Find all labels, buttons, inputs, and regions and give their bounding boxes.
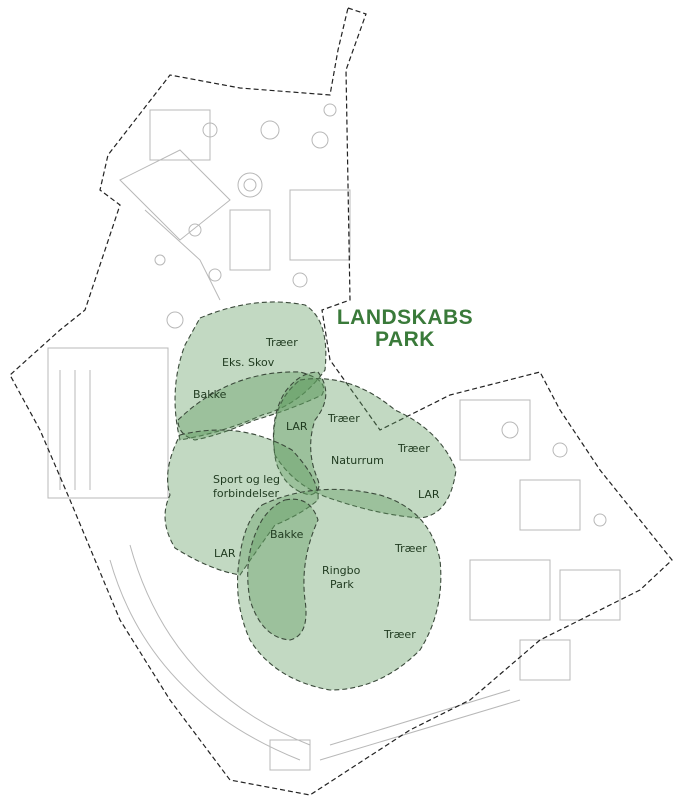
building-large (47, 347, 169, 499)
path-line (144, 209, 221, 301)
label-lar: LAR (214, 547, 236, 560)
path-outline (119, 149, 231, 241)
tree-symbol (292, 272, 308, 288)
tree-symbol (501, 421, 519, 439)
building-block (519, 479, 581, 531)
street-line (319, 699, 521, 761)
label-lar: LAR (286, 420, 308, 433)
tree-symbol (593, 513, 607, 527)
tree-symbol (260, 120, 280, 140)
tree-symbol (552, 442, 568, 458)
street-curve (109, 559, 301, 761)
roundabout-inner (243, 178, 257, 192)
park-zones (164, 301, 457, 691)
building-block (149, 109, 211, 161)
street-curve (129, 544, 311, 746)
label-bakke: Bakke (193, 388, 227, 401)
label-traer: Træer (327, 412, 360, 425)
tree-symbol (208, 268, 222, 282)
building-block (289, 189, 351, 261)
label-sport-og-leg: Sport og leg (213, 473, 280, 486)
label-bakke: Bakke (270, 528, 304, 541)
building-block (559, 569, 621, 621)
label-naturrum: Naturrum (331, 454, 384, 467)
tree-symbol (188, 223, 202, 237)
zone-labels: Træer Eks. Skov Bakke LAR Træer Træer Na… (193, 336, 440, 641)
map-title: LANDSKABS PARK (337, 306, 473, 351)
label-ringbo: Ringbo (322, 564, 361, 577)
building-block (229, 209, 271, 271)
label-eks-skov: Eks. Skov (222, 356, 275, 369)
label-traer: Træer (383, 628, 416, 641)
tree-symbol (166, 311, 184, 329)
tree-symbol (323, 103, 337, 117)
label-lar: LAR (418, 488, 440, 501)
building-block (469, 559, 551, 621)
zone-lar-connector (272, 371, 327, 496)
street-line (329, 689, 511, 746)
roundabout (237, 172, 263, 198)
label-traer: Træer (397, 442, 430, 455)
zone-ringbo-park (236, 488, 442, 691)
label-park: Park (330, 578, 354, 591)
tree-symbol (311, 131, 329, 149)
label-forbindelser: forbindelser (213, 487, 279, 500)
site-boundary (9, 7, 673, 796)
building-block (459, 399, 531, 461)
zone-eks-skov (174, 301, 327, 441)
building-block (269, 739, 311, 771)
zone-sport-leg (164, 429, 319, 576)
tree-symbol (154, 254, 166, 266)
zone-bakke-south (247, 498, 319, 641)
label-traer: Træer (265, 336, 298, 349)
background-linework (47, 103, 621, 771)
tree-symbol (202, 122, 218, 138)
title-line-park: PARK (375, 328, 435, 351)
title-line-landskabs: LANDSKABS (337, 306, 473, 329)
label-traer: Træer (394, 542, 427, 555)
building-block (519, 639, 571, 681)
